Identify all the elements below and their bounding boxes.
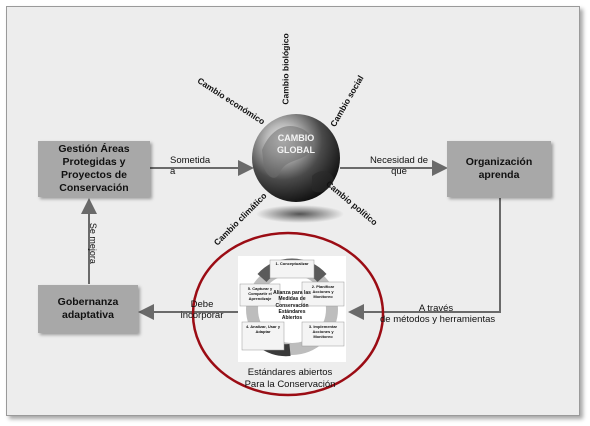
standards-caption-line1: Estándares abiertos	[247, 367, 333, 378]
globe-label-line1: CAMBIO	[277, 133, 315, 143]
label-debe-incorporar: Debe incorporar	[176, 299, 228, 322]
box-gobernanza: Gobernanza adaptativa	[38, 285, 138, 333]
label-cambio-biologico: Cambio biológico	[280, 33, 291, 105]
label-sometida: Sometida a	[170, 155, 211, 178]
globe-shadow	[256, 205, 344, 223]
label-a-traves: A través de métodos y herramientas	[380, 303, 496, 326]
arrow-a-traves	[348, 198, 501, 320]
standards-step-3: 3. Implementar Acciones y Monitoreo	[308, 324, 338, 339]
standards-caption-line2: Para la Conservación	[244, 378, 336, 390]
standards-step-2: 2. Planificar Acciones y Monitoreo	[311, 284, 335, 299]
label-necesidad: Necesidad de que	[369, 155, 429, 178]
box-organizacion-label: Organización aprenda	[465, 155, 533, 181]
label-se-mejora: Se mejora	[87, 222, 98, 264]
box-gestion-areas: Gestión Áreas Protegidas y Proyectos de …	[38, 141, 150, 197]
label-a-traves-line1: A través	[418, 303, 454, 314]
standards-center-text: Alianza para las Medidas de Conservación…	[273, 290, 311, 321]
standards-step-1: 1. Conceptualizar	[275, 261, 309, 266]
globe-label-line2: GLOBAL	[277, 145, 315, 156]
box-gobernanza-label: Gobernanza adaptativa	[57, 295, 119, 321]
standards-highlight-ellipse	[191, 231, 385, 397]
standards-step-5: 5. Capturar y Compartir el Aprendizaje	[247, 286, 273, 301]
label-debe-line1: Debe	[190, 299, 214, 310]
standards-step-4: 4. Analizar, Usar y Adaptar	[245, 324, 281, 334]
label-a-traves-line2: de métodos y herramientas	[380, 314, 496, 326]
box-organizacion: Organización aprenda	[447, 141, 551, 197]
box-gestion-label: Gestión Áreas Protegidas y Proyectos de …	[58, 142, 130, 195]
label-debe-line2: incorporar	[180, 310, 224, 322]
standards-caption: Estándares abiertos Para la Conservación	[238, 367, 342, 391]
globe-label: CAMBIO GLOBAL	[270, 132, 322, 156]
